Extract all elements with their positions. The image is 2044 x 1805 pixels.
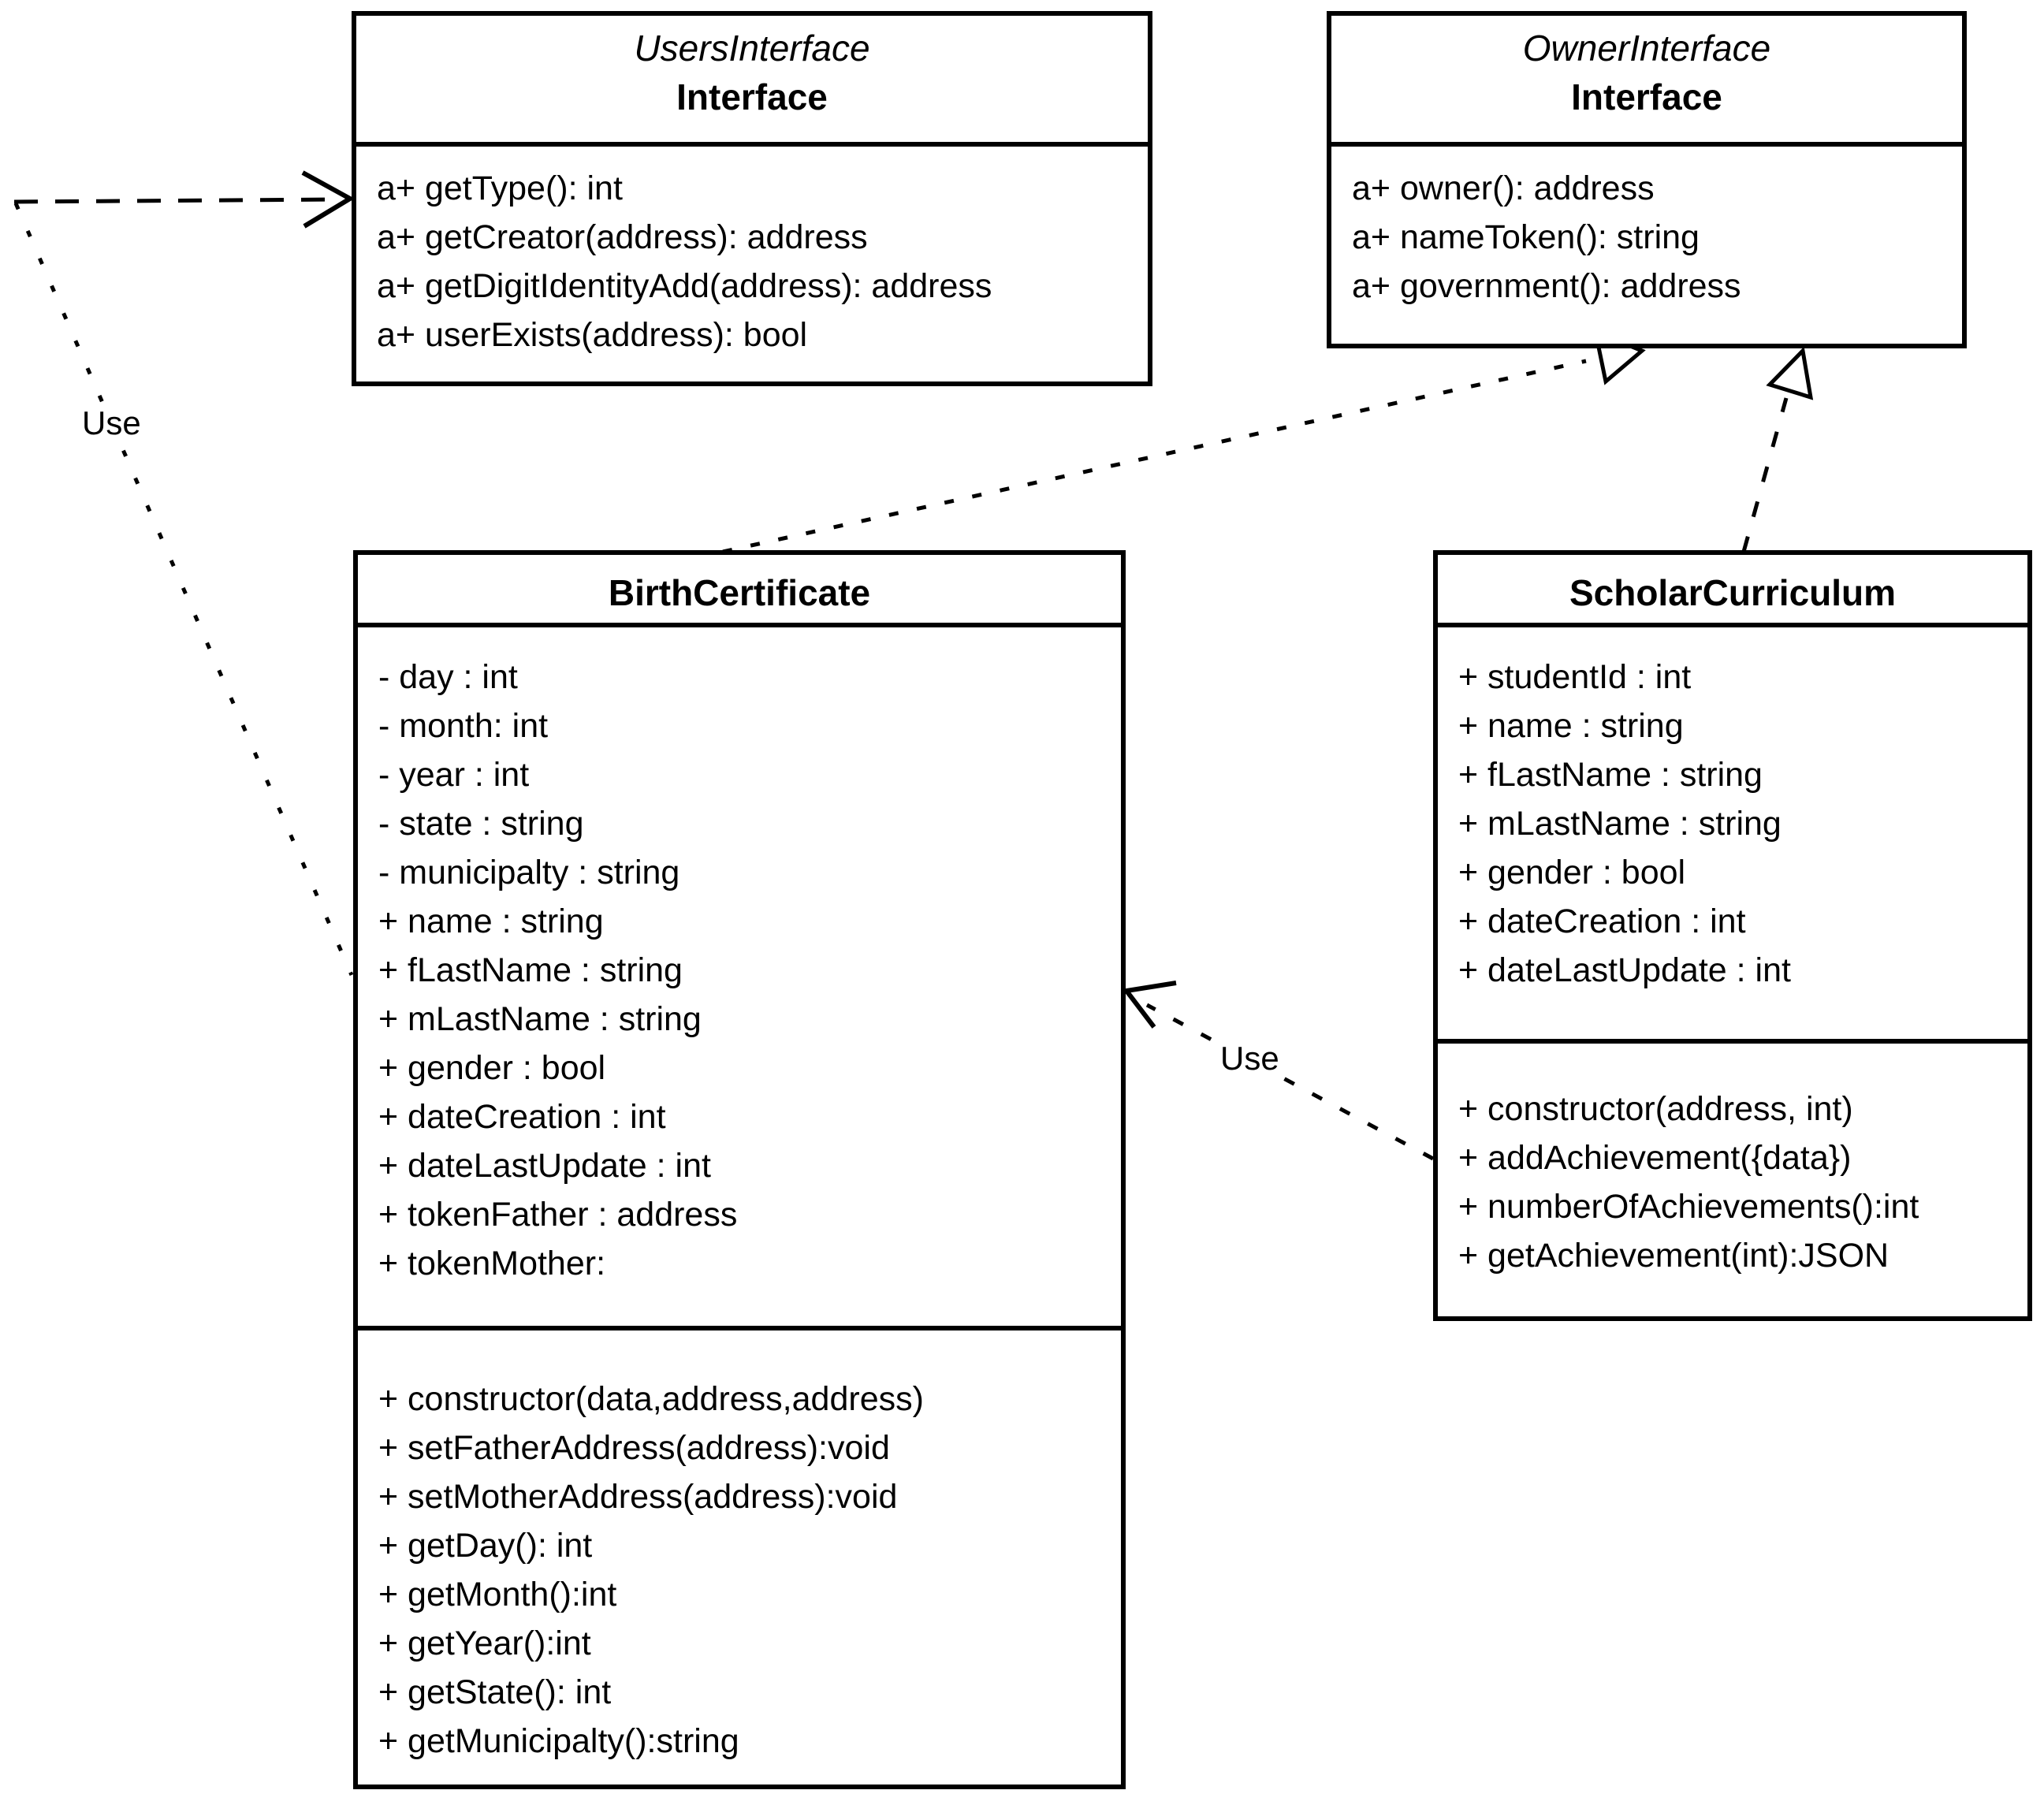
class-title: OwnerInterface Interface (1331, 16, 1962, 142)
class-title: UsersInterface Interface (356, 16, 1148, 142)
dependency-label: Use (79, 405, 144, 441)
interface-name: UsersInterface (634, 28, 870, 69)
method-row: a+ userExists(address): bool (377, 316, 808, 354)
dependency-line-segment (13, 197, 340, 204)
method-row: + getState(): int (378, 1673, 612, 1711)
interface-kind: Interface (1571, 76, 1722, 117)
class-box-owner-interface: OwnerInterface Interface a+ owner(): add… (1327, 11, 1967, 348)
class-name: ScholarCurriculum (1569, 572, 1897, 613)
class-box-scholar-curriculum: ScholarCurriculum + studentId : int + na… (1433, 550, 2032, 1321)
dependency-line-segment (1145, 1003, 1435, 1161)
method-row: a+ getCreator(address): address (377, 218, 868, 256)
method-row: + addAchievement({data}) (1458, 1139, 1852, 1177)
method-row: a+ government(): address (1352, 267, 1741, 305)
dependency-line-segment (13, 203, 354, 976)
method-row: + numberOfAchievements():int (1458, 1188, 1919, 1226)
attribute-row: + mLastName : string (378, 1000, 702, 1038)
attribute-row: + gender : bool (1458, 854, 1686, 891)
methods-section: + constructor(address, int) + addAchieve… (1438, 1039, 2027, 1316)
methods-section: + constructor(data,address,address) + se… (358, 1326, 1121, 1785)
attribute-row: + dateCreation : int (378, 1098, 666, 1136)
method-row: a+ getType(): int (377, 169, 623, 207)
methods-section: a+ getType(): int a+ getCreator(address)… (356, 142, 1148, 381)
dependency-label: Use (1217, 1040, 1283, 1077)
method-row: + constructor(address, int) (1458, 1090, 1853, 1128)
method-row: + getDay(): int (378, 1527, 593, 1565)
attribute-row: - day : int (378, 658, 518, 696)
attribute-row: + gender : bool (378, 1049, 606, 1087)
realization-edge-scholarcurriculum-ownerinterface (1741, 346, 1814, 553)
method-row: a+ nameToken(): string (1352, 218, 1700, 256)
method-row: a+ owner(): address (1352, 169, 1655, 207)
class-title: ScholarCurriculum (1438, 555, 2027, 623)
method-row: a+ getDigitIdentityAdd(address): address (377, 267, 992, 305)
attribute-row: + dateLastUpdate : int (378, 1147, 711, 1185)
realization-line (722, 359, 1587, 554)
attribute-row: + mLastName : string (1458, 805, 1782, 843)
method-row: + setMotherAddress(address):void (378, 1478, 898, 1516)
attribute-row: + dateLastUpdate : int (1458, 951, 1791, 989)
interface-name: OwnerInterface (1522, 28, 1771, 69)
method-row: + getMunicipalty():string (378, 1722, 739, 1760)
attributes-section: + studentId : int + name : string + fLas… (1438, 623, 2027, 1039)
open-arrowhead-icon (301, 170, 356, 229)
interface-kind: Interface (676, 76, 828, 117)
dependency-edge-birthcertificate-usersinterface (13, 170, 356, 976)
method-row: + setFatherAddress(address):void (378, 1429, 890, 1467)
class-name: BirthCertificate (608, 572, 871, 613)
attribute-row: + tokenFather : address (378, 1196, 738, 1234)
method-row: + getAchievement(int):JSON (1458, 1237, 1889, 1275)
class-box-users-interface: UsersInterface Interface a+ getType(): i… (352, 11, 1152, 386)
attribute-row: - municipalty : string (378, 854, 680, 891)
method-row: + getMonth():int (378, 1576, 617, 1613)
method-row: + constructor(data,address,address) (378, 1380, 924, 1418)
attribute-row: - year : int (378, 756, 530, 794)
attribute-row: + tokenMother: (378, 1245, 606, 1282)
attribute-row: + studentId : int (1458, 658, 1692, 696)
attribute-row: - state : string (378, 805, 584, 843)
open-arrowhead-icon (1122, 981, 1177, 1029)
class-title: BirthCertificate (358, 555, 1121, 623)
attribute-row: + name : string (378, 902, 604, 940)
hollow-triangle-arrowhead-icon (1766, 346, 1814, 400)
realization-line (1741, 397, 1789, 553)
attributes-section: - day : int - month: int - year : int - … (358, 623, 1121, 1326)
attribute-row: - month: int (378, 707, 549, 745)
attribute-row: + name : string (1458, 707, 1684, 745)
method-row: + getYear():int (378, 1624, 591, 1662)
methods-section: a+ owner(): address a+ nameToken(): stri… (1331, 142, 1962, 344)
attribute-row: + fLastName : string (1458, 756, 1763, 794)
attribute-row: + fLastName : string (378, 951, 683, 989)
attribute-row: + dateCreation : int (1458, 902, 1746, 940)
class-box-birth-certificate: BirthCertificate - day : int - month: in… (353, 550, 1126, 1789)
